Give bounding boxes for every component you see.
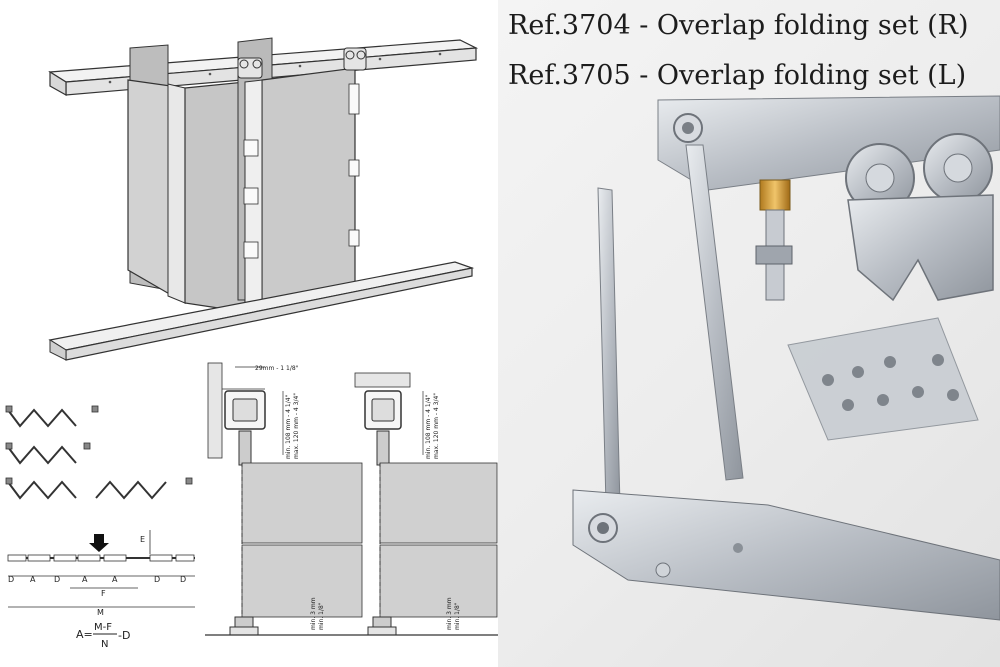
dim-a-label-3: A	[112, 575, 118, 584]
dim-d-label-4: D	[180, 575, 186, 584]
dim-d-label: D	[8, 575, 14, 584]
height-min-label: min. 108 mm - 4 1/4"	[285, 394, 292, 459]
dim-a-label-2: A	[82, 575, 88, 584]
track-width-label: 29mm - 1 1/8"	[255, 365, 299, 372]
product-photo	[498, 0, 1000, 667]
formula-denominator: N	[101, 639, 108, 650]
dim-f-label: F	[101, 589, 106, 598]
bottom-imperial-label-2: min. 1/8"	[454, 602, 461, 630]
folding-configuration-diagram: D A D A A D D E F M A= M-F N -D	[0, 362, 205, 667]
dim-d-label-2: D	[54, 575, 60, 584]
isometric-door-drawing	[0, 0, 500, 362]
bottom-imperial-label: min. 1/8"	[318, 602, 325, 630]
height-max-label: max. 120 mm - 4 3/4"	[293, 393, 300, 459]
product-title-left: Ref.3705 - Overlap folding set (L)	[508, 60, 967, 91]
dim-a-label-1: A	[30, 575, 36, 584]
height-max-label-2: max. 120 mm - 4 3/4"	[433, 393, 440, 459]
bottom-min-label-2: min. 3 mm	[446, 597, 453, 630]
bottom-min-label: min. 3 mm	[310, 597, 317, 630]
formula-numerator: M-F	[94, 622, 112, 633]
formula-tail: -D	[118, 629, 130, 642]
formula-lhs: A=	[76, 628, 93, 641]
dim-e-label: E	[140, 535, 145, 544]
dim-m-label: M	[97, 608, 104, 617]
cross-section-drawing: 29mm - 1 1/8" min. 108 mm - 4 1/4" max. …	[205, 355, 500, 667]
dim-d-label-3: D	[154, 575, 160, 584]
product-title-right: Ref.3704 - Overlap folding set (R)	[508, 10, 969, 41]
height-min-label-2: min. 108 mm - 4 1/4"	[425, 394, 432, 459]
